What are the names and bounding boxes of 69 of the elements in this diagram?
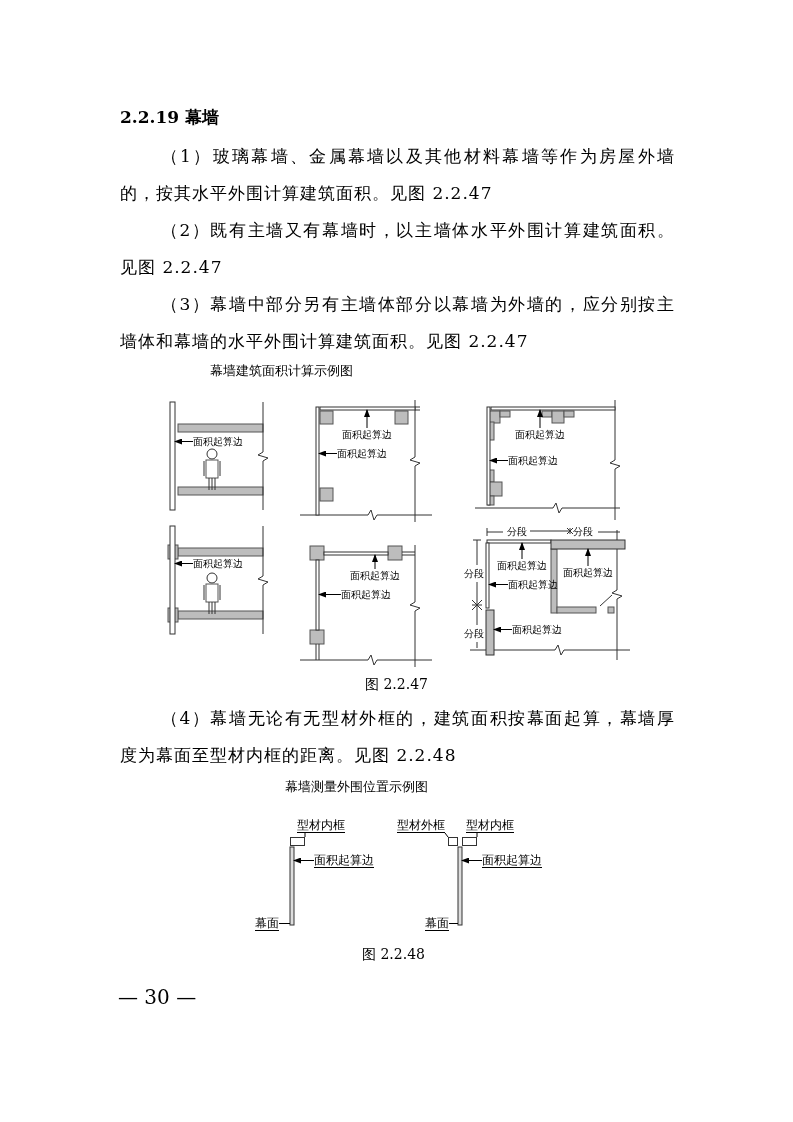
- wall-strip: [319, 406, 416, 411]
- figure-title: 幕墙测量外围位置示例图: [285, 778, 428, 796]
- callout-label: 型材内框: [466, 818, 514, 833]
- figure-caption: 图 2.2.48: [362, 946, 425, 964]
- callout-label: 面积起算边: [515, 428, 565, 441]
- wall-strip: [550, 539, 626, 550]
- paragraph: （4）幕墙无论有无型材外框的，建筑面积按幕面起算，幕墙厚度为幕面至型材内框的距离。见图 2.2.48: [120, 707, 675, 767]
- leader-line: [448, 923, 459, 924]
- wall-strip: [485, 542, 490, 609]
- wall-strip: [485, 609, 495, 656]
- callout-label: 面积起算边: [563, 566, 613, 579]
- paragraph: （2）既有主墙又有幕墙时，以主墙体水平外围计算建筑面积。见图 2.2.47: [120, 219, 675, 279]
- callout-label: 面积起算边: [350, 569, 400, 582]
- leader-arrow: [318, 450, 338, 457]
- leader-arrow: [364, 409, 370, 429]
- leader-arrow: [318, 591, 342, 598]
- curtain-wall-face: [289, 846, 295, 926]
- wall-strip: [486, 539, 552, 544]
- callout-label: 面积起算边: [314, 853, 374, 868]
- callout-label: 面积起算边: [508, 454, 558, 467]
- wall-strip: [486, 406, 491, 506]
- leader-arrow: [537, 409, 543, 429]
- callout-label: 面积起算边: [193, 435, 243, 448]
- wall-strip: [169, 401, 176, 511]
- leader-arrow: [174, 438, 194, 445]
- callout-label: 面积起算边: [482, 853, 542, 868]
- leader-arrow: [488, 581, 509, 588]
- wall-strip: [490, 406, 616, 411]
- leader-arrow: [489, 457, 509, 464]
- leader-arrow: [372, 554, 378, 570]
- dimension-label: 分段: [464, 567, 484, 580]
- leader-line: [278, 923, 291, 924]
- dimension-label: 分段: [464, 627, 484, 640]
- dimension-label: 分段: [507, 525, 527, 538]
- callout-label: 幕面: [255, 916, 279, 931]
- frame-profile-box: [448, 837, 458, 846]
- paragraph: （1）玻璃幕墙、金属幕墙以及其他材料幕墙等作为房屋外墙的，按其水平外围计算建筑面积。见图 2.2.47: [120, 145, 675, 205]
- callout-label: 型材内框: [297, 818, 345, 833]
- section-heading: 2.2.19 幕墙: [120, 106, 220, 129]
- leader-line: [476, 832, 478, 838]
- callout-label: 面积起算边: [193, 557, 243, 570]
- paragraph: （3）幕墙中部分另有主墙体部分以幕墙为外墙的，应分别按主墙体和幕墙的水平外围计算建筑面积。见图 2.2.47: [120, 293, 675, 353]
- leader-arrow: [293, 857, 315, 864]
- callout-label: 面积起算边: [341, 588, 391, 601]
- leader-arrow: [174, 560, 194, 567]
- wall-strip: [323, 551, 389, 556]
- frame-profile-box: [290, 837, 305, 846]
- callout-label: 面积起算边: [337, 447, 387, 460]
- wall-strip: [315, 559, 320, 631]
- leader-arrow: [519, 542, 525, 560]
- wall-strip: [315, 406, 320, 516]
- callout-label: 面积起算边: [497, 559, 547, 572]
- leader-arrow: [493, 626, 513, 633]
- page-number: — 30 —: [118, 985, 197, 1009]
- dimension-label: 分段: [573, 525, 593, 538]
- callout-label: 型材外框: [397, 818, 445, 833]
- frame-profile-box: [462, 837, 477, 846]
- leader-arrow: [461, 857, 483, 864]
- callout-label: 面积起算边: [508, 578, 558, 591]
- leader-arrow: [585, 548, 591, 567]
- callout-label: 面积起算边: [342, 428, 392, 441]
- leader-line: [304, 832, 306, 838]
- leader-line: [444, 832, 449, 838]
- callout-label: 幕面: [425, 916, 449, 931]
- curtain-wall-face: [457, 846, 463, 926]
- figure-title: 幕墙建筑面积计算示例图: [210, 362, 353, 380]
- figure-caption: 图 2.2.47: [365, 676, 428, 694]
- wall-strip: [169, 525, 176, 635]
- callout-label: 面积起算边: [512, 623, 562, 636]
